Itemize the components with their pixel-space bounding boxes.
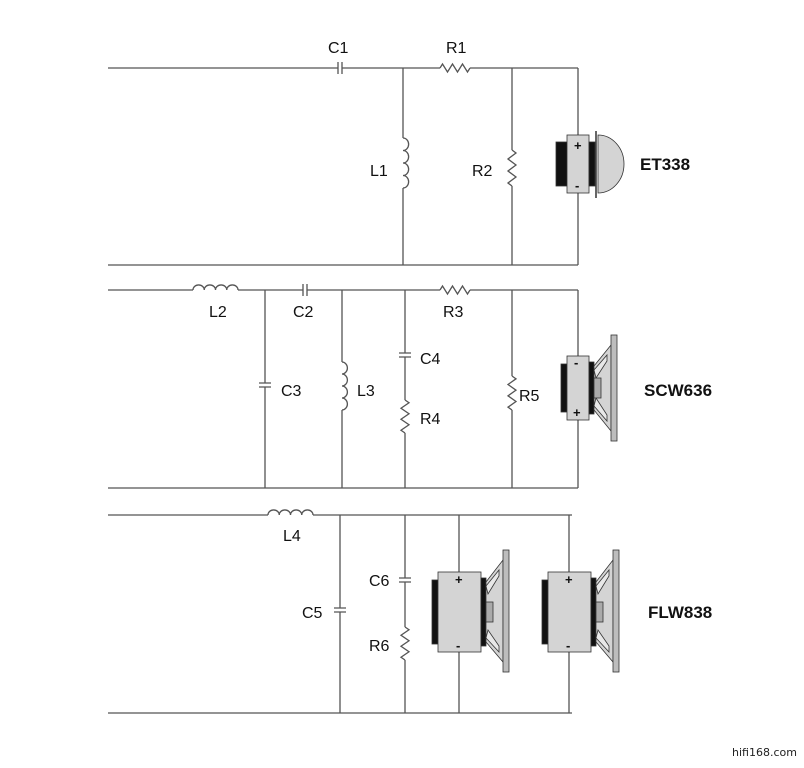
label-r2: R2 xyxy=(472,163,493,180)
driver-name-scw636: SCW636 xyxy=(644,381,712,400)
scw636-faceplate xyxy=(610,334,618,442)
speakers xyxy=(431,131,625,673)
inductor-l1 xyxy=(402,137,410,189)
components xyxy=(192,62,518,661)
flw838-a-faceplate xyxy=(502,549,510,673)
capacitor-c4 xyxy=(399,352,411,358)
label-c6: C6 xyxy=(369,573,390,590)
resistor-r4 xyxy=(399,399,411,434)
flw838-b-faceplate xyxy=(612,549,620,673)
label-l1: L1 xyxy=(370,163,388,180)
capacitor-c2 xyxy=(302,284,308,296)
driver-name-flw838: FLW838 xyxy=(648,603,712,622)
label-c3: C3 xyxy=(281,383,302,400)
polarity-minus: - xyxy=(456,638,460,653)
polarity-minus: - xyxy=(566,638,570,653)
tweeter-dome xyxy=(597,134,625,194)
label-r1: R1 xyxy=(446,40,467,57)
magnet xyxy=(588,141,596,187)
magnet xyxy=(541,579,549,645)
capacitor-c3 xyxy=(259,382,271,388)
resistor-r5 xyxy=(506,375,518,411)
label-l4: L4 xyxy=(283,528,301,545)
polarity-plus: + xyxy=(565,572,573,587)
inductor-l3 xyxy=(341,361,349,411)
polarity-plus: + xyxy=(455,572,463,587)
driver-name-et338: ET338 xyxy=(640,155,690,174)
flw838-a-surround xyxy=(485,568,500,596)
resistor-r1 xyxy=(439,62,471,74)
label-c1: C1 xyxy=(328,40,349,57)
label-r4: R4 xyxy=(420,411,441,428)
flw838-b-surround xyxy=(595,629,610,654)
magnet xyxy=(560,363,568,413)
label-r3: R3 xyxy=(443,304,464,321)
resistor-r6 xyxy=(399,626,411,661)
label-c2: C2 xyxy=(293,304,314,321)
resistor-r3 xyxy=(439,284,471,296)
wires xyxy=(108,67,579,714)
resistor-r2 xyxy=(506,149,518,187)
polarity-plus: + xyxy=(574,138,582,153)
flw838-a-surround xyxy=(485,629,500,654)
label-l2: L2 xyxy=(209,304,227,321)
label-r6: R6 xyxy=(369,638,390,655)
flw838-a-dust-cap xyxy=(485,601,494,623)
polarity-plus: + xyxy=(573,405,581,420)
magnet xyxy=(588,361,595,415)
flw838-b-surround xyxy=(595,568,610,596)
magnet xyxy=(480,577,487,647)
capacitor-c1 xyxy=(337,62,343,74)
capacitor-c5 xyxy=(334,607,346,613)
inductor-l2 xyxy=(192,284,239,291)
label-c4: C4 xyxy=(420,351,441,368)
polarity-minus: - xyxy=(575,178,579,193)
magnet xyxy=(590,577,597,647)
inductor-l4 xyxy=(267,509,314,516)
polarity-minus: - xyxy=(574,355,578,370)
capacitor-c6 xyxy=(399,577,411,583)
flw838-b-dust-cap xyxy=(595,601,604,623)
label-c5: C5 xyxy=(302,605,323,622)
flw838-a-body xyxy=(437,571,482,653)
label-r5: R5 xyxy=(519,388,540,405)
flw838-b-body xyxy=(547,571,592,653)
magnet xyxy=(555,141,569,187)
label-l3: L3 xyxy=(357,383,375,400)
magnet xyxy=(431,579,439,645)
scw636-dust-cap xyxy=(593,377,602,399)
scw636-surround xyxy=(593,353,608,379)
watermark: hifi168.com xyxy=(732,746,797,759)
scw636-surround xyxy=(593,397,608,423)
